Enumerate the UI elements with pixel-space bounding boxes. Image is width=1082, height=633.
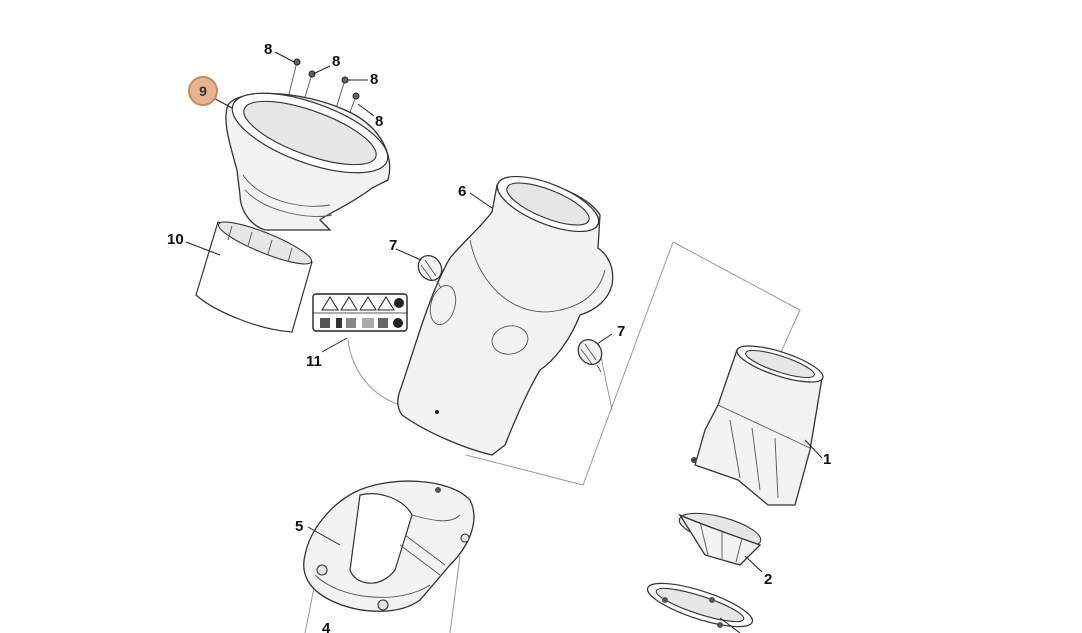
part-9-collar[interactable]	[223, 77, 398, 231]
warning-triangle-icon	[321, 296, 395, 311]
leader-lines	[185, 51, 823, 633]
part-2-cone[interactable]	[676, 507, 764, 566]
callout-5[interactable]: 5	[295, 518, 303, 535]
part-ring-bottom[interactable]	[643, 575, 756, 633]
callout-6[interactable]: 6	[458, 183, 466, 200]
part-1-inlet[interactable]	[691, 339, 827, 506]
callout-8d[interactable]: 8	[375, 113, 383, 130]
part-10-sleeve[interactable]	[195, 215, 315, 333]
callout-7a[interactable]: 7	[389, 237, 397, 254]
part-5-base[interactable]	[303, 480, 475, 612]
callout-2[interactable]: 2	[764, 571, 772, 588]
callout-1[interactable]: 1	[823, 451, 831, 468]
part-7b-knob[interactable]	[574, 335, 607, 373]
part-11-warning-label[interactable]	[312, 293, 408, 332]
part-7a-knob[interactable]	[414, 251, 447, 289]
callout-7b[interactable]: 7	[617, 323, 625, 340]
callout-8a[interactable]: 8	[264, 41, 272, 58]
callout-labels: 8 8 8 8 10 6 7 7 11 1 5 2 4	[167, 41, 831, 633]
callout-11[interactable]: 11	[306, 353, 322, 370]
callout-9-highlighted[interactable]: 9	[188, 76, 218, 106]
part-6-housing[interactable]	[397, 165, 614, 456]
callout-10[interactable]: 10	[167, 231, 184, 248]
callout-8c[interactable]: 8	[370, 71, 378, 88]
screws-8	[277, 58, 360, 151]
callout-9-label: 9	[199, 83, 207, 99]
callout-8b[interactable]: 8	[332, 53, 340, 70]
callout-4[interactable]: 4	[322, 620, 331, 633]
